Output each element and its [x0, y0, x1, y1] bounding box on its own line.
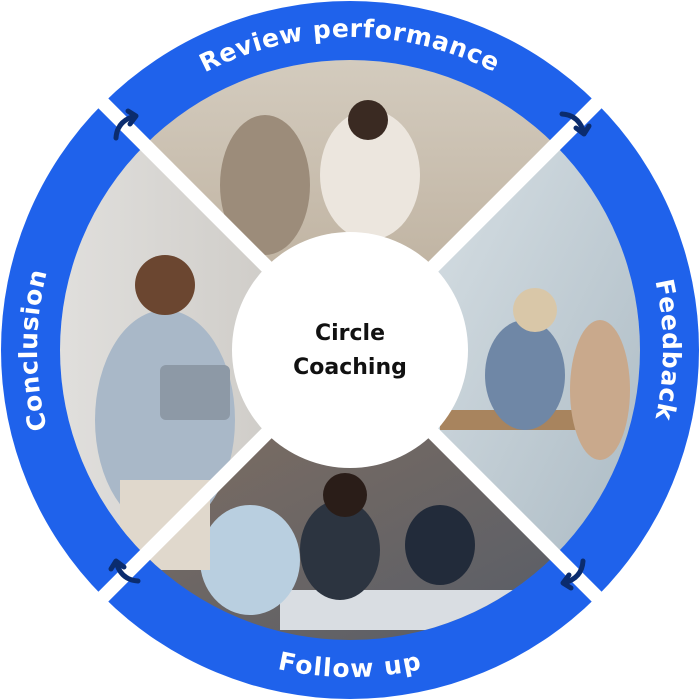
center-title-line2: Coaching — [293, 355, 407, 380]
cycle-arrow-icon — [113, 108, 139, 141]
cycle-arrow-icon — [108, 558, 141, 584]
center-title-line1: Circle — [315, 321, 385, 346]
cycle-arrow-icon — [559, 111, 592, 137]
center-circle — [232, 232, 468, 468]
cycle-arrow-icon — [560, 558, 586, 591]
